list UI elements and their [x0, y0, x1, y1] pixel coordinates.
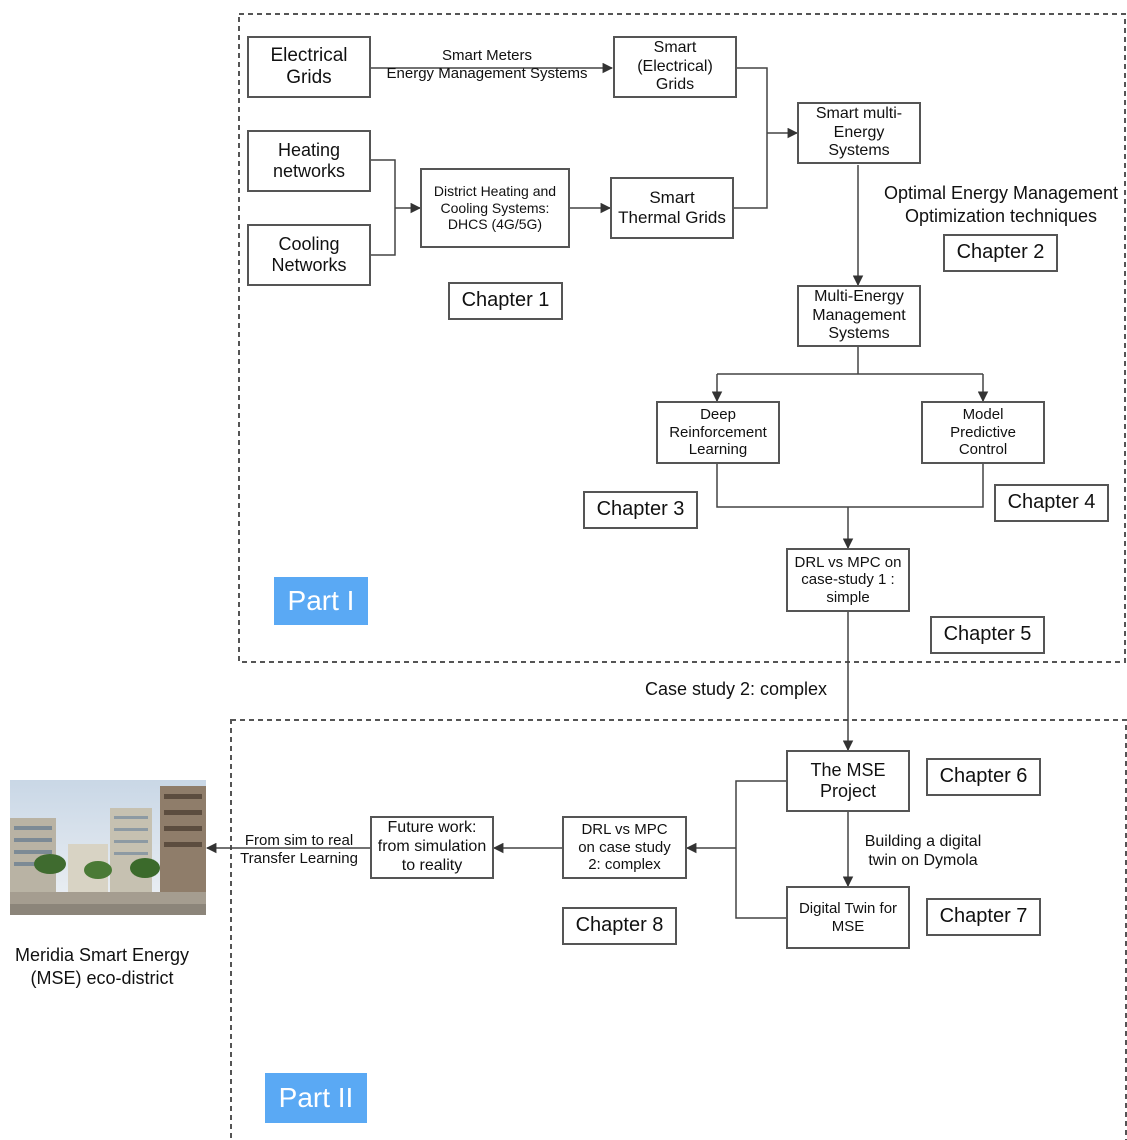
- label-case-study-2: Case study 2: complex: [644, 679, 828, 699]
- chapter-7-text: Chapter 7: [939, 905, 1028, 928]
- chapter-1-label: Chapter 1: [448, 282, 563, 320]
- chapter-2-label: Chapter 2: [943, 234, 1058, 272]
- box-smart-thermal-grids: Smart Thermal Grids: [610, 177, 734, 239]
- part-2-badge: Part II: [265, 1073, 367, 1123]
- box-future-work-label: Future work: from simulation to reality: [377, 819, 487, 874]
- chapter-8-text: Chapter 8: [575, 914, 664, 937]
- box-smart-electrical-grids-label: Smart (Electrical) Grids: [637, 38, 713, 94]
- box-dhcs: District Heating and Cooling Systems: DH…: [420, 168, 570, 248]
- chapter-3-label: Chapter 3: [583, 491, 698, 529]
- box-drl: Deep Reinforcement Learning: [656, 401, 780, 464]
- box-mse-project-label: The MSE Project: [810, 759, 886, 801]
- chapter-6-text: Chapter 6: [939, 765, 1028, 788]
- photo-caption: Meridia Smart Energy (MSE) eco-district: [14, 945, 190, 988]
- box-smart-multi-energy-label: Smart multi- Energy Systems: [815, 104, 903, 160]
- box-cooling-networks: Cooling Networks: [247, 224, 371, 286]
- box-drl-vs-mpc-1: DRL vs MPC on case-study 1 : simple: [786, 548, 910, 612]
- box-mpc: Model Predictive Control: [921, 401, 1045, 464]
- part-1-badge: Part I: [274, 577, 368, 625]
- chapter-6-label: Chapter 6: [926, 758, 1041, 796]
- box-drl-vs-mpc-1-label: DRL vs MPC on case-study 1 : simple: [794, 553, 902, 606]
- box-electrical-grids: Electrical Grids: [247, 36, 371, 98]
- label-sim-to-real: From sim to real Transfer Learning: [240, 832, 358, 867]
- chapter-4-text: Chapter 4: [1007, 491, 1096, 514]
- chapter-8-label: Chapter 8: [562, 907, 677, 945]
- connector-smart-electrical: [737, 67, 768, 133]
- box-heating-networks: Heating networks: [247, 130, 371, 192]
- box-cooling-networks-label: Cooling Networks: [271, 233, 347, 275]
- box-heating-networks-label: Heating networks: [272, 139, 346, 181]
- box-electrical-grids-label: Electrical Grids: [270, 44, 348, 88]
- box-mse-project: The MSE Project: [786, 750, 910, 812]
- label-smart-meters: Smart Meters Energy Management Systems: [386, 47, 588, 82]
- box-drl-label: Deep Reinforcement Learning: [669, 406, 767, 459]
- box-mems: Multi-Energy Management Systems: [797, 285, 921, 347]
- connector-heating: [370, 159, 396, 208]
- eco-district-illustration: [10, 780, 206, 915]
- box-smart-multi-energy: Smart multi- Energy Systems: [797, 102, 921, 164]
- label-building-twin: Building a digital twin on Dymola: [864, 833, 982, 870]
- chapter-1-text: Chapter 1: [461, 289, 550, 312]
- chapter-7-label: Chapter 7: [926, 898, 1041, 936]
- eco-district-photo: [10, 780, 206, 915]
- connector-cooling: [370, 208, 396, 256]
- part1-frame: [238, 13, 1126, 663]
- box-mpc-label: Model Predictive Control: [950, 406, 1016, 459]
- label-optimal-energy: Optimal Energy Management Optimization t…: [883, 183, 1119, 226]
- box-smart-electrical-grids: Smart (Electrical) Grids: [613, 36, 737, 98]
- chapter-3-text: Chapter 3: [596, 498, 685, 521]
- chapter-5-text: Chapter 5: [943, 623, 1032, 646]
- box-future-work: Future work: from simulation to reality: [370, 816, 494, 879]
- chapter-4-label: Chapter 4: [994, 484, 1109, 522]
- box-drl-vs-mpc-2-label: DRL vs MPC on case study 2: complex: [578, 821, 671, 874]
- box-digital-twin: Digital Twin for MSE: [786, 886, 910, 949]
- box-dhcs-label: District Heating and Cooling Systems: DH…: [433, 183, 557, 233]
- chapter-2-text: Chapter 2: [956, 241, 1045, 264]
- connector-smart-thermal: [734, 133, 768, 209]
- part2-frame: [230, 719, 1127, 1140]
- box-smart-thermal-grids-label: Smart Thermal Grids: [618, 188, 726, 227]
- box-drl-vs-mpc-2: DRL vs MPC on case study 2: complex: [562, 816, 687, 879]
- box-digital-twin-label: Digital Twin for MSE: [798, 899, 898, 935]
- chapter-5-label: Chapter 5: [930, 616, 1045, 654]
- box-mems-label: Multi-Energy Management Systems: [812, 287, 906, 343]
